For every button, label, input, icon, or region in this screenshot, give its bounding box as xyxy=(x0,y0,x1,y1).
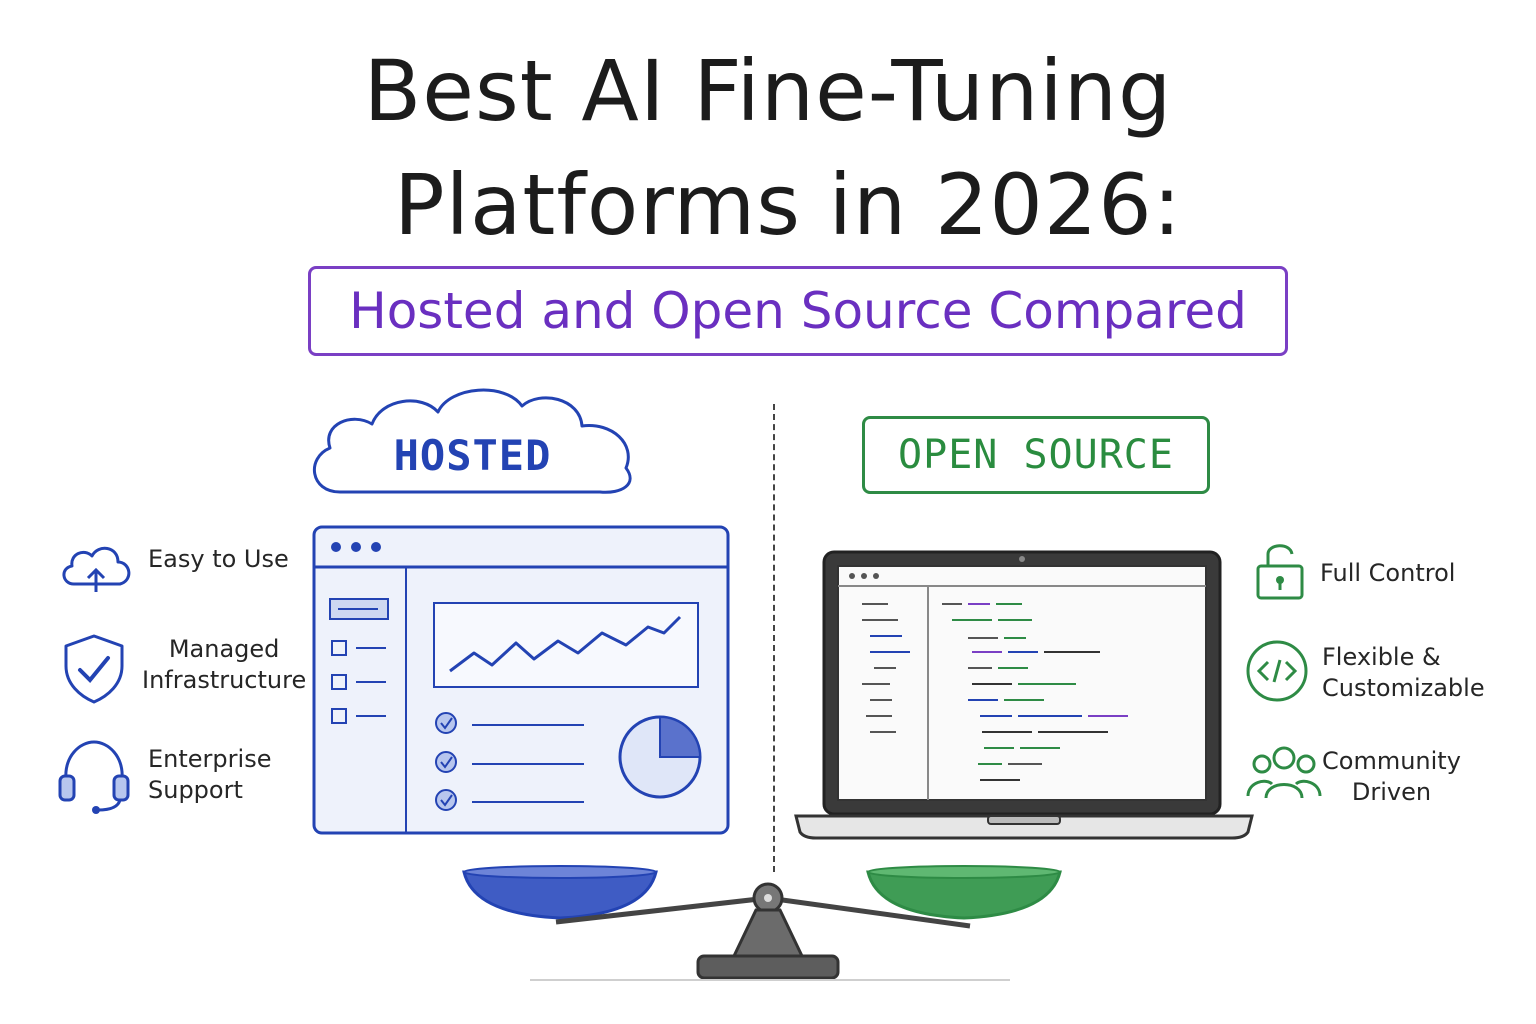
feature-flexible-customizable: Flexible & Customizable xyxy=(1322,643,1485,702)
code-icon xyxy=(1246,640,1308,702)
hosted-label: HOSTED xyxy=(393,430,552,480)
open-source-label: OPEN SOURCE xyxy=(862,416,1210,494)
feature-managed-infrastructure: Managed Infrastructure xyxy=(142,635,307,694)
subtitle-box: Hosted and Open Source Compared xyxy=(308,266,1288,356)
community-icon xyxy=(1246,746,1322,799)
subtitle: Hosted and Open Source Compared xyxy=(349,282,1247,340)
feature-easy-to-use: Easy to Use xyxy=(148,545,289,573)
feature-enterprise-support: Enterprise Support xyxy=(148,745,272,804)
balance-scale-illustration xyxy=(462,865,1062,981)
center-divider xyxy=(773,404,775,872)
shield-check-icon xyxy=(64,634,124,704)
feature-full-control: Full Control xyxy=(1320,559,1456,587)
cloud-upload-icon xyxy=(62,546,131,592)
open-source-laptop-illustration xyxy=(794,550,1254,840)
page-title-line-2: Platforms in 2026: xyxy=(393,156,1183,254)
page-title-line-1: Best AI Fine-Tuning xyxy=(363,42,1173,140)
cloud-icon xyxy=(313,388,632,494)
feature-community-driven: Community Driven xyxy=(1322,747,1461,806)
headset-icon xyxy=(58,740,130,814)
unlock-icon xyxy=(1256,544,1304,600)
hosted-dashboard-illustration xyxy=(312,525,730,835)
